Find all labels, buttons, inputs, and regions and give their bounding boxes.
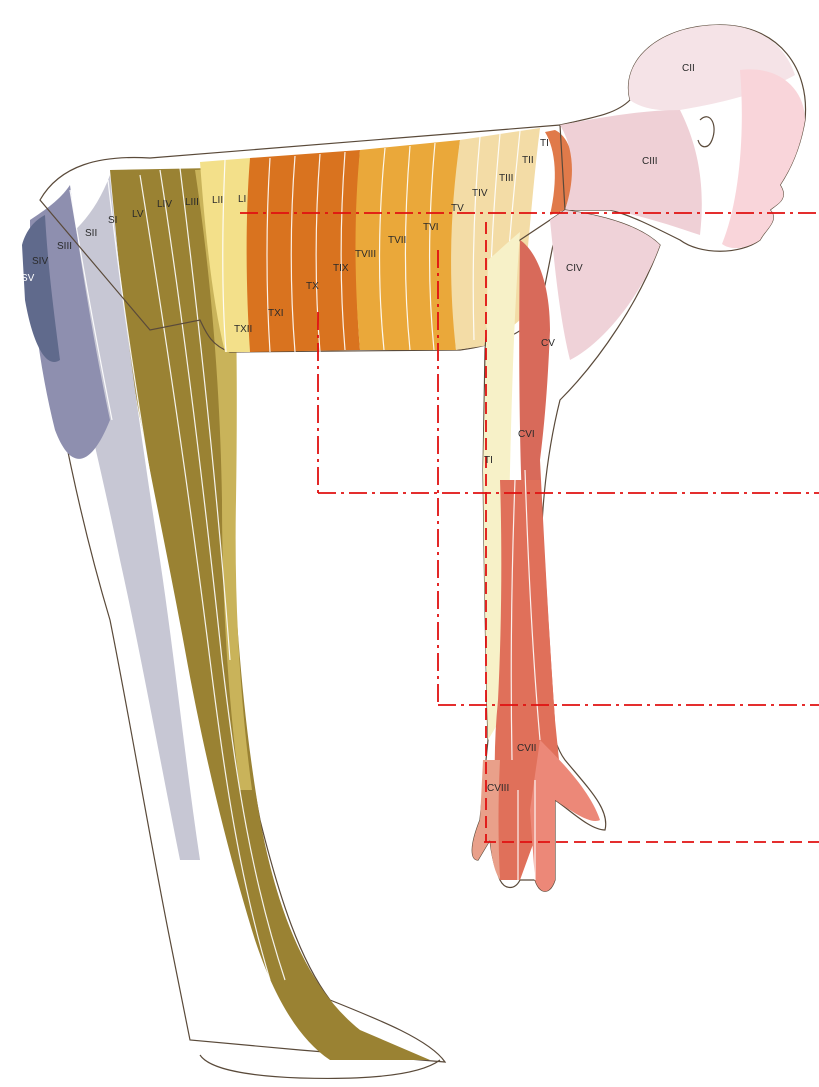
label-tviii: TVIII: [355, 249, 376, 260]
label-si: SI: [108, 215, 117, 226]
label-txii: TXII: [234, 324, 252, 335]
label-siv: SIV: [32, 256, 48, 267]
label-tv: TV: [451, 203, 464, 214]
label-cii: CII: [682, 63, 695, 74]
label-txi: TXI: [268, 308, 284, 319]
label-ti-arm: TI: [484, 455, 493, 466]
label-ciii: CIII: [642, 156, 658, 167]
label-ti: TI: [540, 138, 549, 149]
hand: [530, 740, 600, 891]
label-lii: LII: [212, 195, 223, 206]
label-cvii: CVII: [517, 743, 536, 754]
label-lv: LV: [132, 209, 144, 220]
label-tvii: TVII: [388, 235, 406, 246]
label-tvi: TVI: [423, 222, 439, 233]
label-tii: TII: [522, 155, 534, 166]
label-tiv: TIV: [472, 188, 488, 199]
label-cviii: CVIII: [487, 783, 509, 794]
label-sv: SV: [21, 273, 35, 284]
label-cvi: CVI: [518, 429, 535, 440]
label-cv: CV: [541, 338, 555, 349]
label-tiii: TIII: [499, 173, 513, 184]
label-siii: SIII: [57, 241, 72, 252]
label-li: LI: [238, 194, 246, 205]
label-liii: LIII: [185, 197, 199, 208]
label-tix: TIX: [333, 263, 349, 274]
label-liv: LIV: [157, 199, 172, 210]
label-civ: CIV: [566, 263, 583, 274]
label-sii: SII: [85, 228, 97, 239]
label-tx: TX: [306, 281, 319, 292]
